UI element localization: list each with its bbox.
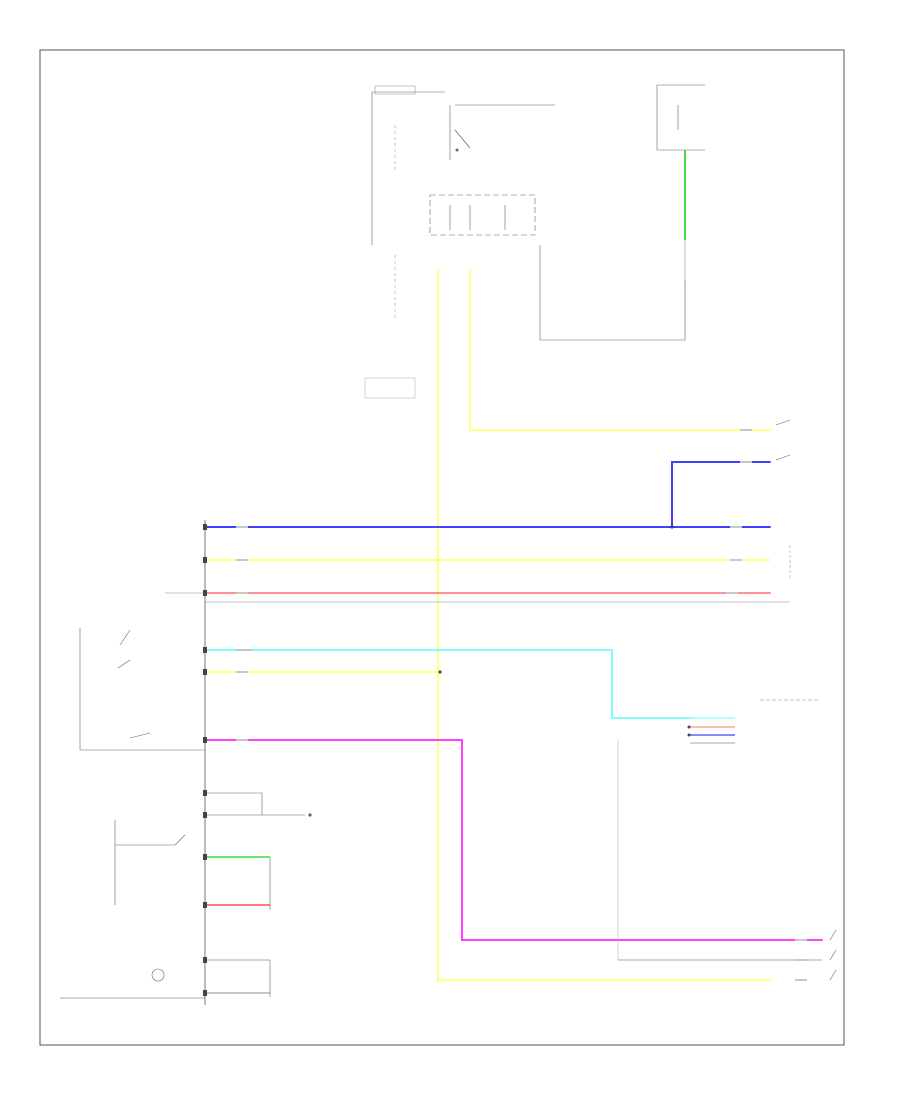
fuse-relay-block [364,85,686,399]
wire-label-marks [236,429,807,981]
splice-point [438,670,442,674]
yellow-wire-sensor [469,269,771,431]
magenta-wire [204,739,823,941]
yellow-wire-main [437,269,771,981]
right-sensor-symbols [760,419,837,981]
control-module-connector [687,717,735,744]
blue-wire-branch [671,461,771,528]
lower-left-connectors [205,792,312,997]
splice-point [670,525,674,529]
cyan-wire [204,649,691,719]
battery-fuse-box [656,84,705,285]
switch-assembly [60,628,205,999]
bus-connector-ticks [203,524,207,996]
diagram-frame [39,49,845,1046]
